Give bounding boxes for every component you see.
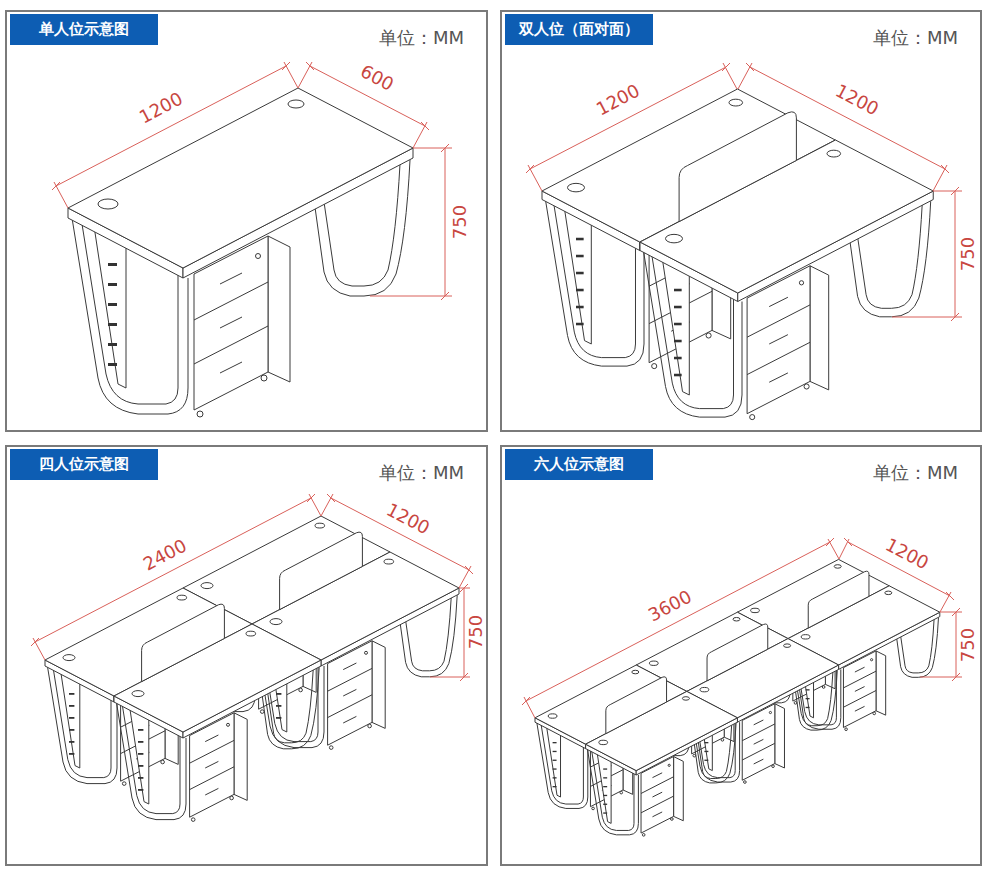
title-tab: 四人位示意图 [10,449,158,480]
title-tab: 单人位示意图 [10,14,158,45]
dimension-label: 1200 [883,535,932,572]
dimension-label: 1200 [594,81,643,118]
unit-note: 单位：MM [379,461,464,485]
title-tab: 六人位示意图 [505,449,653,480]
panel-title: 六人位示意图 [534,455,624,474]
unit-note: 单位：MM [379,26,464,50]
screen-partition [679,112,796,222]
screen-partition [808,571,869,628]
desk [68,88,413,417]
figure-panel: 单位：MM 单人位示意图 [5,10,488,432]
dimension-label: 1200 [384,500,433,537]
figure-panel: 单位：MM 双人位（面对面） [500,10,982,432]
dimension-label: 1200 [137,89,186,126]
screen-partition [142,604,225,681]
dimension-label: 600 [358,62,397,94]
dimension-label: 750 [451,205,469,239]
dimension-label: 3600 [646,587,695,624]
screen-partition [606,677,667,734]
panel-title: 四人位示意图 [39,455,129,474]
dimension-line [52,62,452,300]
panel-title: 双人位（面对面） [519,20,639,39]
panel-title: 单人位示意图 [39,20,129,39]
dimension-label: 1200 [833,81,882,118]
dimension-line [526,63,962,321]
dimension-label: 750 [959,237,977,271]
figure-panel: 单位：MM 四人位示意图 [5,445,488,866]
dimension-label: 750 [467,615,485,649]
screen-partition [707,624,768,681]
unit-note: 单位：MM [873,461,958,485]
dimension-label: 2400 [141,536,190,573]
dimension-label: 750 [959,628,977,662]
figure-panel: 单位：MM 六人位示意图 [500,445,982,866]
unit-note: 单位：MM [873,26,958,50]
title-tab: 双人位（面对面） [505,14,653,45]
dimension-line [31,494,473,681]
dimension-line [522,538,962,718]
screen-partition [280,532,363,609]
